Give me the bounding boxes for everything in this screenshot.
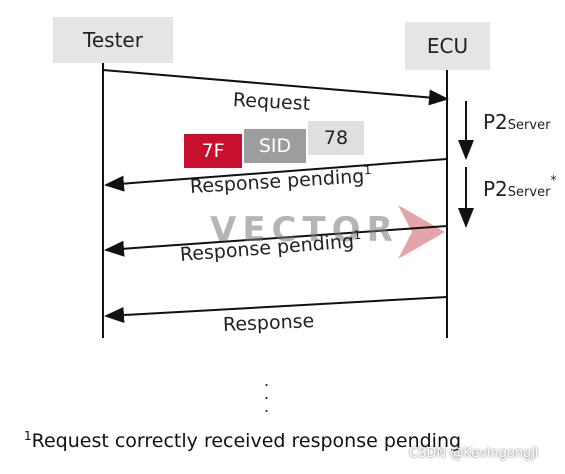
request-arrow — [102, 69, 449, 106]
footnote-mark: 1 — [363, 162, 372, 178]
p2-text: P2 — [483, 110, 508, 134]
tester-participant: Tester — [53, 17, 173, 63]
response-label: Response — [223, 310, 315, 336]
response-arrow — [104, 296, 448, 323]
response-text: Response — [222, 310, 315, 336]
p2-star: * — [550, 173, 557, 187]
ecu-participant: ECU — [405, 22, 490, 70]
p2-star-server-label: P2Server* — [483, 173, 556, 201]
nrc-byte-78: 78 — [308, 121, 364, 155]
p2-subscript: Server — [507, 185, 551, 200]
p2-subscript: Server — [507, 118, 551, 133]
p2-text: P2 — [483, 177, 508, 201]
nrc-byte-7f: 7F — [184, 134, 242, 168]
pending-arrow-1 — [104, 158, 448, 192]
vector-logo-text: VECTOR — [210, 210, 399, 250]
continuation-ellipsis: . . . — [264, 371, 270, 416]
footnote-mark: 1 — [352, 227, 362, 243]
footnote-marker: 1 — [24, 429, 32, 443]
footnote-text: Request correctly received response pend… — [31, 430, 462, 452]
ecu-label: ECU — [426, 34, 469, 58]
request-text: Request — [232, 89, 311, 116]
tester-label: Tester — [83, 28, 143, 52]
request-label: Request — [232, 89, 310, 115]
p2-server-label: P2Server — [483, 110, 550, 134]
footnote: 1Request correctly received response pen… — [24, 429, 462, 452]
nrc-byte-sid: SID — [244, 129, 306, 163]
csdn-watermark: CSDN @Kevingongjl — [409, 446, 539, 461]
vector-logo-chevron — [398, 205, 445, 259]
pending-arrow-2 — [104, 225, 448, 257]
